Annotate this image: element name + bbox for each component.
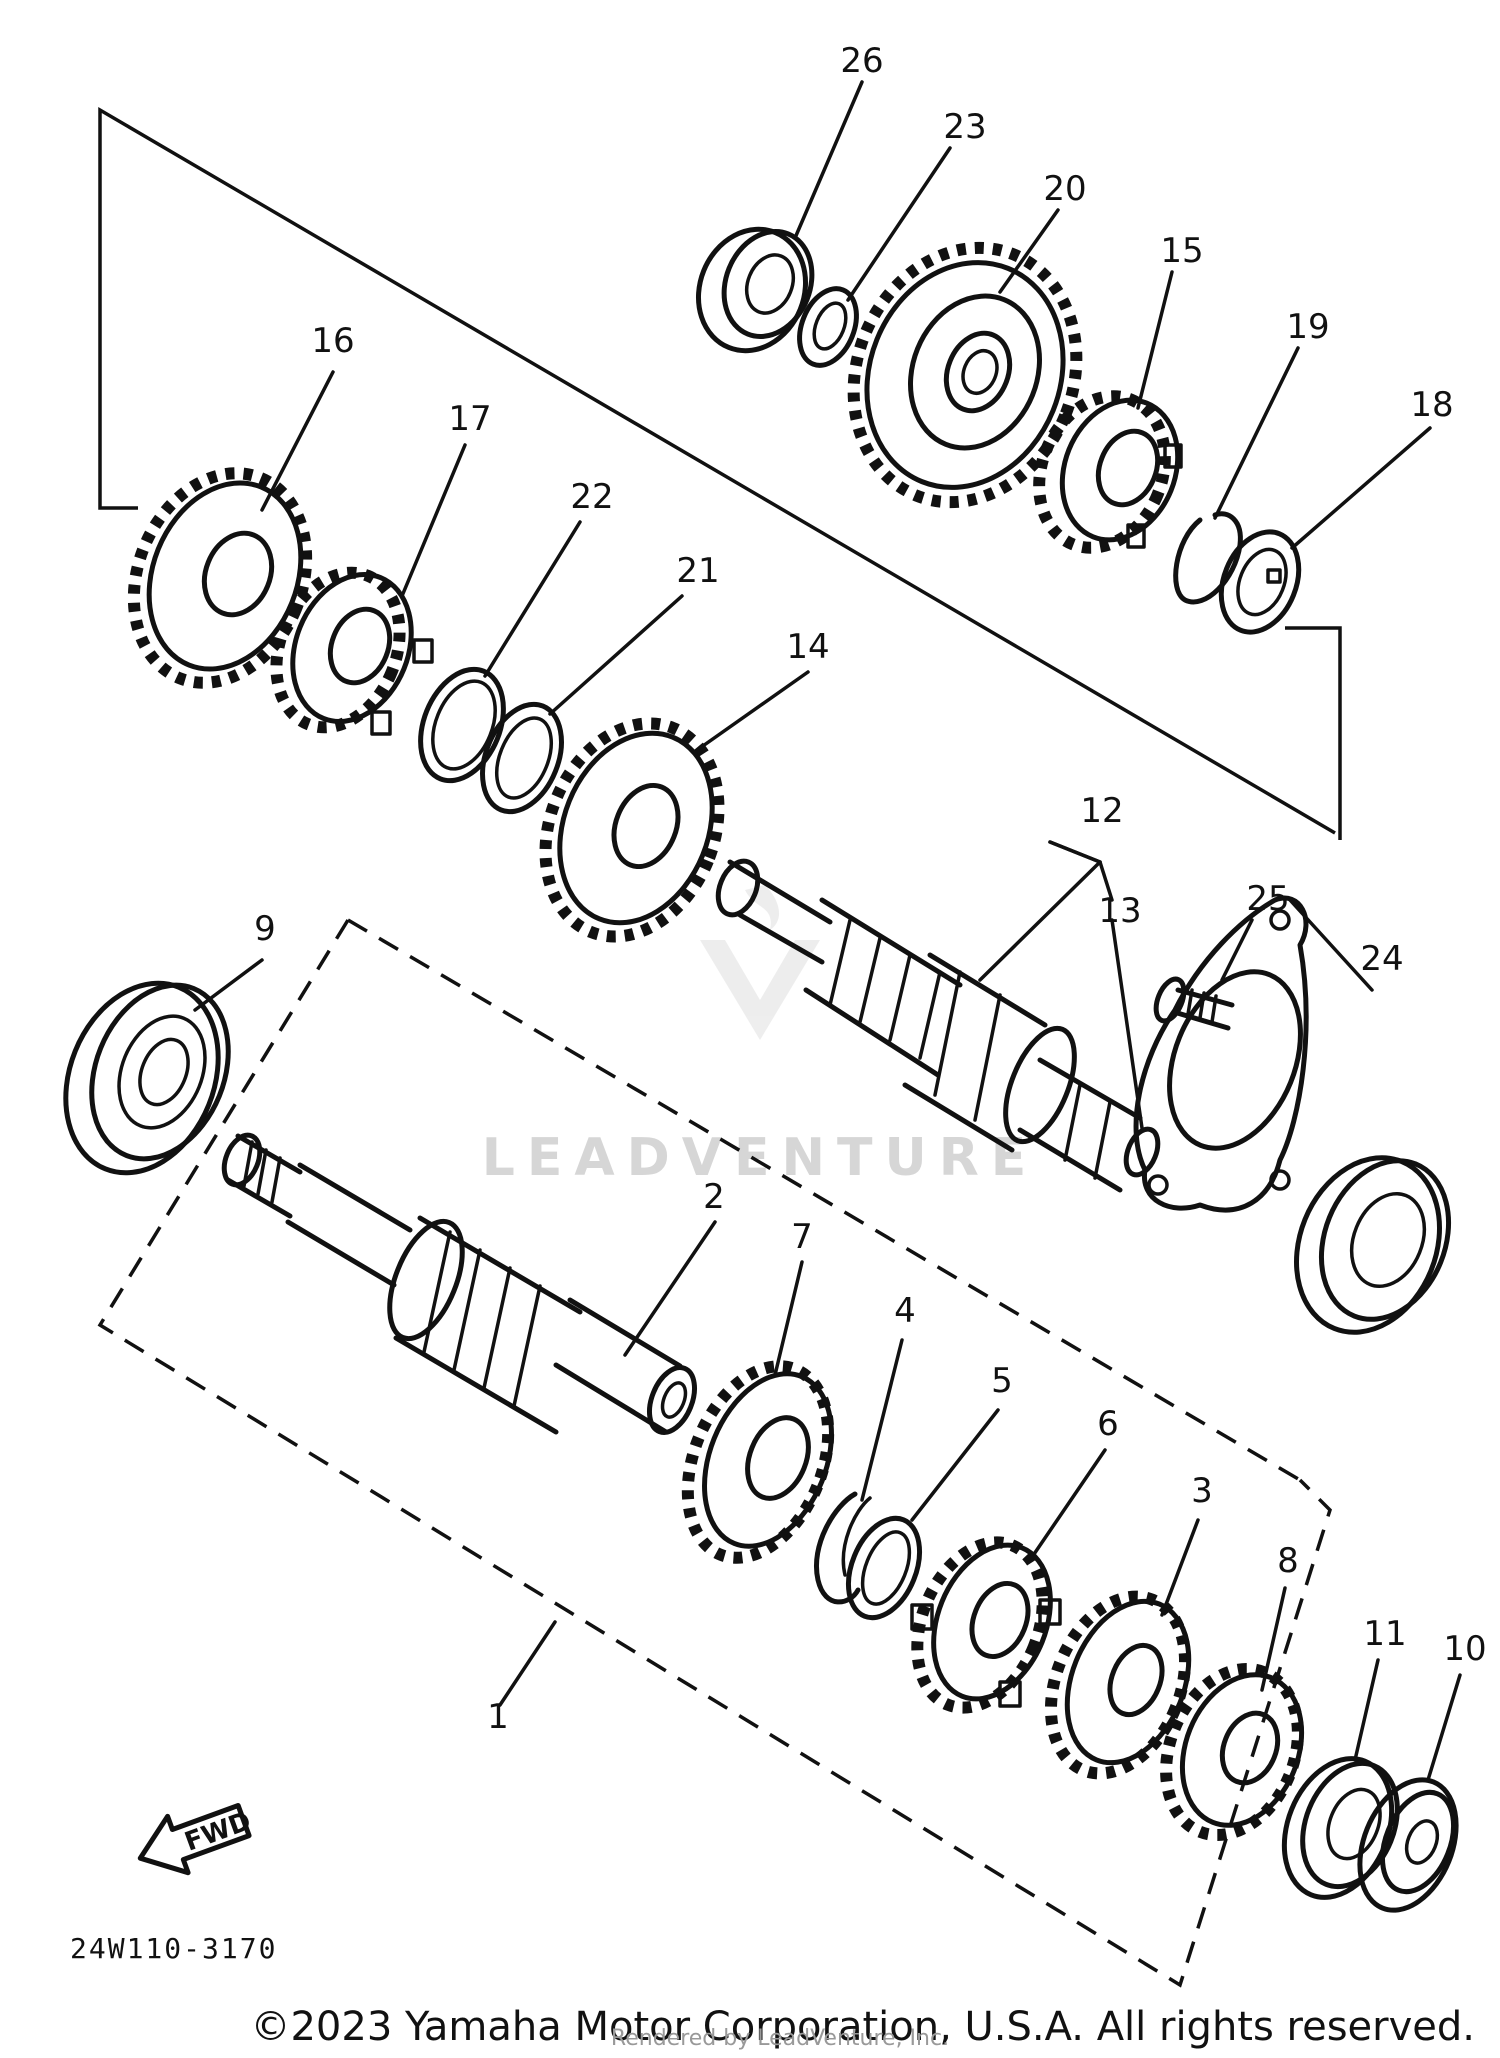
part-6-gear xyxy=(910,1536,1062,1714)
part-26-bearing xyxy=(695,226,815,354)
rendered-by-note: Rendered by LeadVenture, Inc. xyxy=(611,2026,949,2051)
part-8-gear xyxy=(1160,1662,1305,1842)
callout-13: 13 xyxy=(1098,891,1141,931)
main-axle-group-frame xyxy=(97,918,1332,1988)
callout-24: 24 xyxy=(1360,939,1403,979)
callout-16: 16 xyxy=(311,321,354,361)
callout-1: 1 xyxy=(487,1697,509,1737)
part-24-bearing-plate xyxy=(1133,895,1309,1213)
callout-8: 8 xyxy=(1277,1541,1299,1581)
callout-26: 26 xyxy=(840,41,883,81)
leadventure-watermark: LEADVENTURE xyxy=(482,885,1039,1188)
callout-21: 21 xyxy=(676,551,719,591)
callout-19: 19 xyxy=(1286,307,1329,347)
watermark-text: LEADVENTURE xyxy=(482,1128,1039,1188)
callout-7: 7 xyxy=(791,1217,813,1257)
part-22-washer xyxy=(418,666,506,784)
part-7-gear xyxy=(681,1360,835,1564)
part-17-gear xyxy=(270,566,434,736)
callout-18: 18 xyxy=(1410,385,1453,425)
callout-5: 5 xyxy=(991,1361,1013,1401)
part-4-circlip xyxy=(814,1491,872,1605)
part-10-oil-seal xyxy=(1357,1777,1459,1913)
part-21-circlip xyxy=(480,701,564,815)
part-18-lock-washer xyxy=(1218,529,1302,635)
callout-23: 23 xyxy=(943,107,986,147)
callout-2: 2 xyxy=(703,1177,725,1217)
part-12-countershaft xyxy=(715,858,1161,1193)
part-23-washer xyxy=(797,286,859,368)
callout-numbers: 26 23 20 15 19 18 16 17 22 21 14 12 13 2… xyxy=(254,41,1486,1737)
part-9-bearing xyxy=(63,980,231,1176)
callout-10: 10 xyxy=(1443,1629,1486,1669)
callout-4: 4 xyxy=(894,1291,916,1331)
part-5-washer xyxy=(846,1515,922,1621)
copyright-notice: ©2023 Yamaha Motor Corporation, U.S.A. A… xyxy=(250,2004,1475,2050)
part-19-circlip xyxy=(1173,511,1243,605)
callout-6: 6 xyxy=(1097,1404,1119,1444)
part-2-main-axle xyxy=(221,1132,697,1435)
countershaft-group-frame xyxy=(98,106,1342,840)
diagram-part-code: 24W110-3170 xyxy=(70,1932,277,1965)
callout-12: 12 xyxy=(1080,791,1123,831)
callout-20: 20 xyxy=(1043,169,1086,209)
callout-3: 3 xyxy=(1191,1471,1213,1511)
callout-25: 25 xyxy=(1246,879,1289,919)
part-14-gear xyxy=(539,717,725,943)
callout-9: 9 xyxy=(254,909,276,949)
callout-leader-lines xyxy=(193,80,1462,1782)
callout-11: 11 xyxy=(1363,1614,1406,1654)
part-16-gear xyxy=(127,467,313,689)
callout-22: 22 xyxy=(570,477,613,517)
part-15-gear xyxy=(1033,390,1183,554)
fwd-direction-arrow: FWD xyxy=(137,1803,255,1876)
part-3-gear xyxy=(1044,1590,1192,1780)
countershaft-right-bearing xyxy=(1294,1155,1452,1335)
callout-14: 14 xyxy=(786,627,829,667)
part-20-gear xyxy=(847,241,1083,509)
callout-17: 17 xyxy=(448,399,491,439)
callout-15: 15 xyxy=(1160,231,1203,271)
